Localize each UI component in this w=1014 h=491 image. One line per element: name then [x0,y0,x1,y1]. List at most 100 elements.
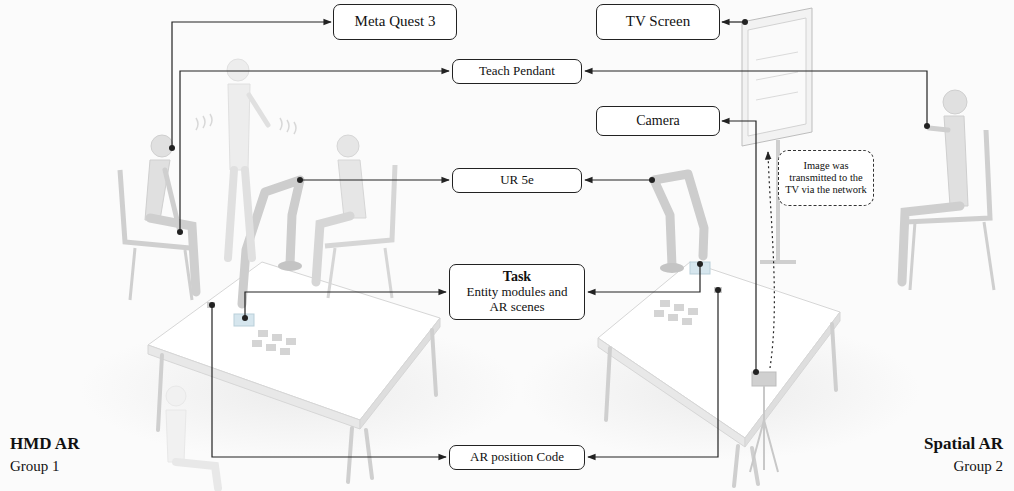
box-text: UR 5e [500,173,534,188]
left-robot-arm [278,261,302,271]
tv-screen [748,18,806,136]
leader-dot [697,261,703,267]
ghost-person [166,410,186,462]
label-box: Meta Quest 3 [333,4,457,40]
leader-dot [169,19,930,375]
seated-person-headset [165,170,180,232]
ghost-person [176,462,218,488]
leader-line [212,305,446,457]
box-text: AR position Code [470,450,564,465]
right-modules [668,314,678,321]
standing-person [227,59,268,258]
right-robot-arm [654,174,704,266]
leader-line [180,71,449,232]
right-modules [660,300,670,307]
label-box: Teach Pendant [452,59,582,84]
group-label: Group 1 [10,458,60,475]
leader-line [588,264,700,292]
leader-line [585,179,652,180]
leader-dot [177,229,183,235]
seated-person-headset [130,248,192,300]
left-modules [286,338,296,345]
seated-person-pendant [902,90,994,290]
motion-marks [196,114,212,130]
seated-person-observer [337,135,359,157]
callout-box: Image was transmitted to the TV via the … [778,150,874,206]
left-modules [207,302,215,308]
seated-person-observer [316,135,395,298]
leader-dot [924,123,930,129]
leader-dot [715,287,721,293]
leader-line [300,179,449,180]
camera-tripod [750,372,778,472]
leader-dot [753,369,759,375]
label-box: Camera [596,106,720,136]
label-box: TV Screen [596,4,720,40]
seated-person-observer [328,248,392,298]
leader-dot [649,177,655,183]
box-text: TV Screen [626,13,690,30]
leader-line [172,22,927,457]
right-modules [688,308,698,315]
right-table [598,338,745,447]
standing-person [249,95,268,125]
leader-dot [169,145,175,151]
motion-marks [196,114,296,134]
tv-screen [756,52,798,100]
tv-screen [742,8,812,146]
group-label: Group 2 [953,458,1003,475]
left-modules [266,344,276,351]
right-modules [654,310,664,317]
left-table [158,330,436,482]
left-modules [280,348,290,355]
seated-person-pendant [943,90,967,114]
box-text: Meta Quest 3 [355,13,436,30]
network-arrow [768,152,774,368]
ghost-person [166,386,186,406]
right-table [598,262,840,438]
seated-person-pendant [929,128,948,130]
box-text: Camera [636,113,680,129]
standing-person [228,84,250,170]
seated-person-headset [151,135,173,157]
group-label: Spatial AR [924,434,1003,454]
network-arrow [768,152,774,368]
leader-line [588,290,718,457]
motion-marks [280,118,296,134]
box-text: Entity modules and AR scenes [464,285,570,315]
label-box: TaskEntity modules and AR scenes [449,264,585,320]
seated-person-headset [120,135,196,300]
group-label: HMD AR [10,434,79,454]
leader-line [722,121,756,372]
right-table [745,312,840,447]
right-table [598,262,840,486]
ghost-person [166,386,218,488]
box-text: Teach Pendant [479,64,555,79]
box-heading: Task [503,269,531,285]
right-modules [674,304,684,311]
label-box: AR position Code [449,445,585,470]
right-modules [654,262,722,325]
label-box: UR 5e [452,168,582,193]
leader-line [722,21,745,22]
leader-line [172,22,331,148]
standing-person [227,59,249,81]
seated-person-observer [338,160,366,218]
standing-person [228,170,252,258]
left-modules [207,302,296,355]
left-modules [272,334,282,341]
left-table [360,318,440,429]
right-robot-arm [660,263,684,273]
seated-person-pendant [902,206,960,282]
right-robot-arm [654,174,704,273]
leader-dot [297,177,303,183]
box-text: Image was transmitted to the TV via the … [785,160,867,196]
seated-person-pendant [910,222,994,290]
left-modules [252,340,262,347]
left-modules [234,314,254,326]
right-modules [714,287,722,293]
tv-screen [742,8,812,262]
right-table [606,324,836,486]
